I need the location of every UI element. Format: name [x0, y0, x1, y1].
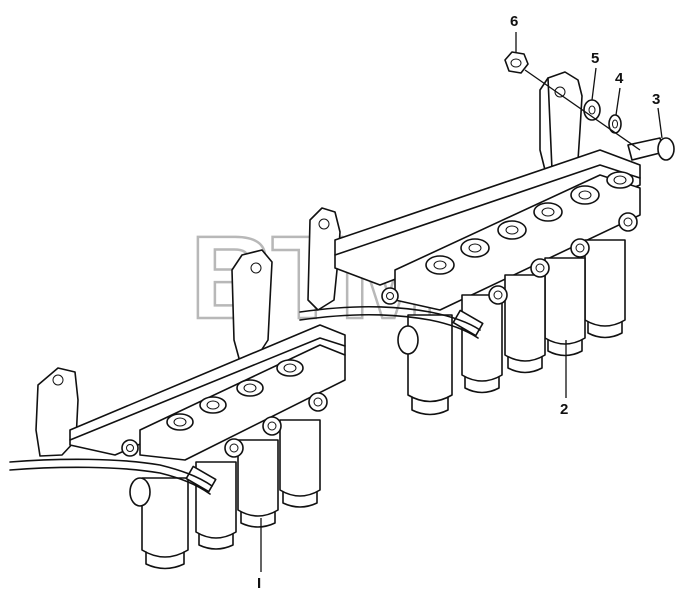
leader-4	[615, 87, 621, 116]
leader-3	[657, 107, 663, 139]
ports-right	[425, 171, 634, 275]
ports-left	[166, 359, 304, 431]
valve-assembly-left	[9, 249, 346, 570]
valve-assembly-right	[299, 51, 675, 416]
fittings-left	[121, 392, 328, 493]
manifold-rail-right	[334, 149, 641, 286]
label-3: 3	[652, 91, 660, 108]
solenoids-right	[397, 239, 626, 416]
washer-5	[583, 99, 601, 121]
bracket-hole	[554, 86, 566, 98]
label-1: I	[257, 575, 261, 592]
nut-6	[504, 51, 529, 74]
label-4: 4	[615, 70, 624, 87]
leader-5	[591, 67, 597, 101]
label-6: 6	[510, 13, 518, 30]
hose-right	[299, 305, 481, 331]
bracket-left-upright	[231, 249, 273, 363]
hose-left	[9, 458, 213, 487]
bolt-3	[627, 137, 675, 161]
solenoids-left	[129, 419, 321, 570]
label-5: 5	[591, 50, 599, 67]
label-2: 2	[560, 401, 568, 418]
